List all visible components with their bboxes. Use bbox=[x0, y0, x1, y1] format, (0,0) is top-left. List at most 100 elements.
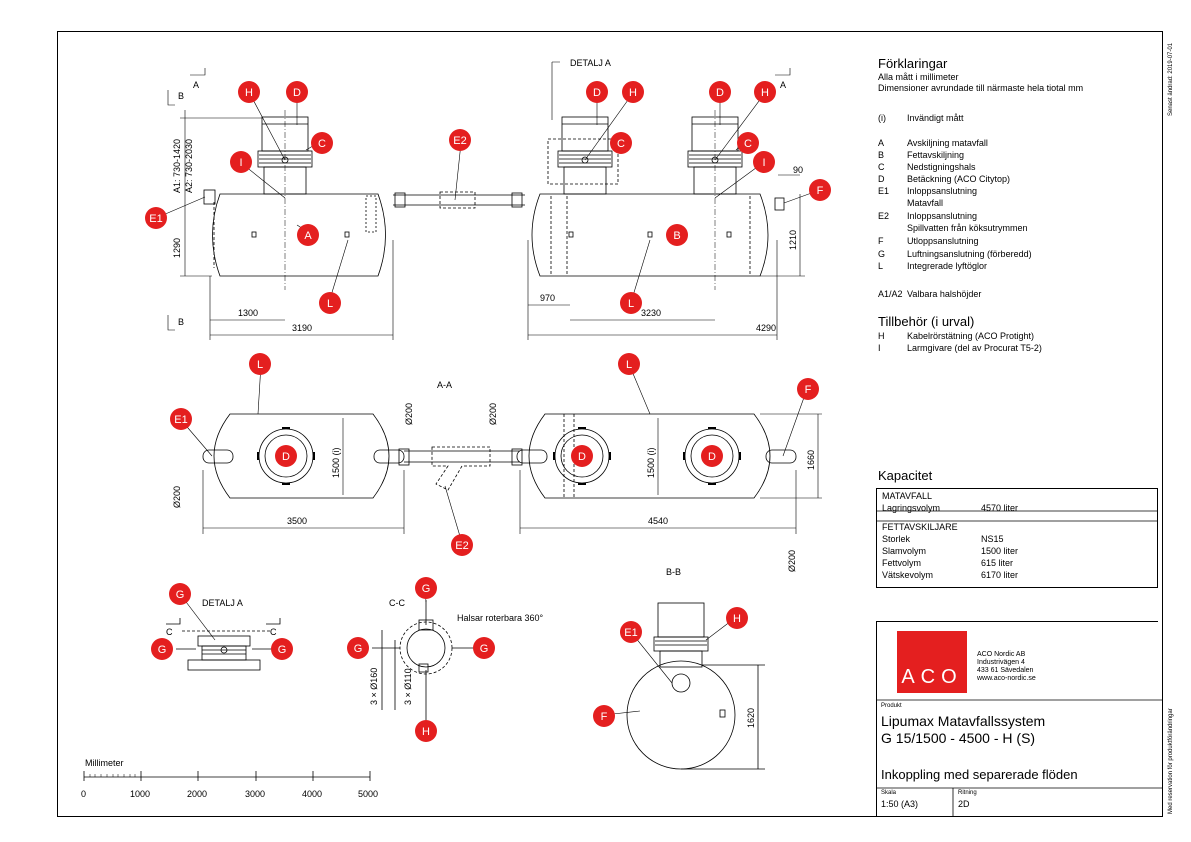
tank-a-side-view bbox=[203, 110, 386, 290]
dim-o200-2: Ø200 bbox=[488, 402, 498, 425]
callout-f-2: F bbox=[797, 378, 819, 400]
company-street: Industrivägen 4 bbox=[977, 659, 1025, 666]
callout-label: D bbox=[293, 87, 301, 99]
capacity-section: FETTAVSKILJARE bbox=[882, 522, 958, 532]
callout-h-3: H bbox=[754, 81, 776, 103]
scale-tick-4000: 4000 bbox=[302, 789, 323, 799]
legend-label: Matavfall bbox=[907, 198, 944, 208]
callout-label: A bbox=[304, 230, 312, 242]
dim-1290: 1290 bbox=[172, 237, 182, 258]
capacity-value: 6170 liter bbox=[981, 570, 1019, 580]
dim-o110: 3 × Ø110 bbox=[403, 668, 413, 705]
callout-l-3: L bbox=[249, 353, 271, 375]
capacity-label: Storlek bbox=[882, 534, 911, 544]
callout-label: C bbox=[744, 138, 752, 150]
legend-label: Spillvatten från köksutrymmen bbox=[907, 223, 1028, 233]
legend-label: Betäckning (ACO Citytop) bbox=[907, 174, 1011, 184]
callout-label: E2 bbox=[455, 540, 468, 552]
dim-970: 970 bbox=[540, 293, 556, 303]
scale-tick-3000: 3000 bbox=[245, 789, 266, 799]
legend-key: A1/A2 bbox=[878, 289, 903, 299]
dim-1660: 1660 bbox=[806, 449, 816, 470]
dim-o200-1: Ø200 bbox=[404, 402, 414, 425]
callout-label: G bbox=[480, 643, 489, 655]
callout-a: A bbox=[297, 224, 319, 246]
callout-label: D bbox=[716, 87, 724, 99]
callout-label: D bbox=[578, 451, 586, 463]
scale-tick-0: 0 bbox=[81, 789, 87, 799]
legend-label: Nedstigningshals bbox=[907, 162, 976, 172]
drawing-value: 2D bbox=[958, 799, 970, 809]
section-cc-label: C-C bbox=[389, 598, 405, 608]
callout-l-1: L bbox=[319, 292, 341, 314]
scale-tick-5000: 5000 bbox=[358, 789, 379, 799]
drawing-subtitle: Inkoppling med separerade flöden bbox=[881, 767, 1078, 782]
callout-i-1: I bbox=[230, 151, 252, 173]
cut-marker-b-top: B bbox=[178, 91, 185, 101]
detail-a-label-top: DETALJ A bbox=[570, 58, 611, 68]
callout-h-2: H bbox=[622, 81, 644, 103]
dim-1300: 1300 bbox=[238, 308, 259, 318]
callout-c-2: C bbox=[610, 132, 632, 154]
callout-label: F bbox=[805, 384, 812, 396]
legend-note-1: Alla mått i millimeter bbox=[878, 72, 959, 82]
callout-label: I bbox=[239, 157, 242, 169]
tank-a-plan-view bbox=[202, 413, 405, 499]
company-web: www.aco-nordic.se bbox=[977, 675, 1036, 682]
legend-key: I bbox=[878, 343, 881, 353]
legend-key: B bbox=[878, 150, 885, 160]
dim-o160: 3 × Ø160 bbox=[369, 667, 379, 705]
connection-pipe-plan bbox=[398, 446, 523, 491]
company-name: ACO Nordic AB bbox=[977, 651, 1026, 658]
connection-pipe-top bbox=[393, 191, 525, 209]
callout-label: E1 bbox=[624, 627, 637, 639]
callout-g-2: G bbox=[151, 638, 173, 660]
callout-d-3: D bbox=[709, 81, 731, 103]
rotate-note: Halsar roterbara 360° bbox=[457, 613, 544, 623]
detail-a-view bbox=[166, 618, 281, 671]
legend-note-2: Dimensioner avrundade till närmaste hela… bbox=[878, 83, 1084, 93]
legend-label: Inloppsanslutning bbox=[907, 211, 978, 221]
callout-label: H bbox=[245, 87, 253, 99]
callout-label: F bbox=[601, 711, 608, 723]
callout-c-3: C bbox=[737, 132, 759, 154]
scale-label: Skala bbox=[881, 790, 897, 796]
dim-1500i-a: 1500 (i) bbox=[331, 447, 341, 478]
top-dimension-lines bbox=[167, 61, 805, 340]
cut-marker-a-left: A bbox=[193, 80, 200, 90]
callout-label: E2 bbox=[453, 135, 466, 147]
callout-f-3: F bbox=[593, 705, 615, 727]
revised-date-note: Senast ändrad: 2019-07-01 bbox=[1168, 42, 1174, 116]
dim-90: 90 bbox=[793, 165, 804, 175]
scale-bar-title: Millimeter bbox=[85, 758, 124, 768]
legend-key: L bbox=[878, 261, 884, 271]
callout-e2-2: E2 bbox=[451, 534, 473, 556]
dim-1210: 1210 bbox=[788, 229, 798, 250]
callout-label: H bbox=[422, 726, 430, 738]
dim-4290: 4290 bbox=[756, 323, 777, 333]
dim-a2: A2: 730-2030 bbox=[184, 138, 194, 193]
callout-label: L bbox=[257, 359, 263, 371]
callout-f-1: F bbox=[809, 179, 831, 201]
drawing-frame bbox=[57, 31, 1163, 817]
callout-e1-1: E1 bbox=[145, 207, 167, 229]
callout-label: L bbox=[626, 359, 632, 371]
legend-key: E1 bbox=[878, 186, 890, 196]
legend-label: Utloppsanslutning bbox=[907, 236, 979, 246]
product-name: Lipumax Matavfallssystem bbox=[881, 713, 1046, 729]
legend-key: E2 bbox=[878, 211, 890, 221]
callout-leaders bbox=[162, 91, 818, 716]
legend-key: (i) bbox=[878, 113, 886, 123]
callout-b: B bbox=[666, 224, 688, 246]
callout-g-6: G bbox=[473, 637, 495, 659]
section-bb-label: B-B bbox=[666, 567, 682, 577]
capacity-value: 1500 liter bbox=[981, 546, 1019, 556]
callout-g-3: G bbox=[271, 638, 293, 660]
legend-label: Fettavskiljning bbox=[907, 150, 965, 160]
aco-logo: ACO bbox=[897, 631, 967, 693]
